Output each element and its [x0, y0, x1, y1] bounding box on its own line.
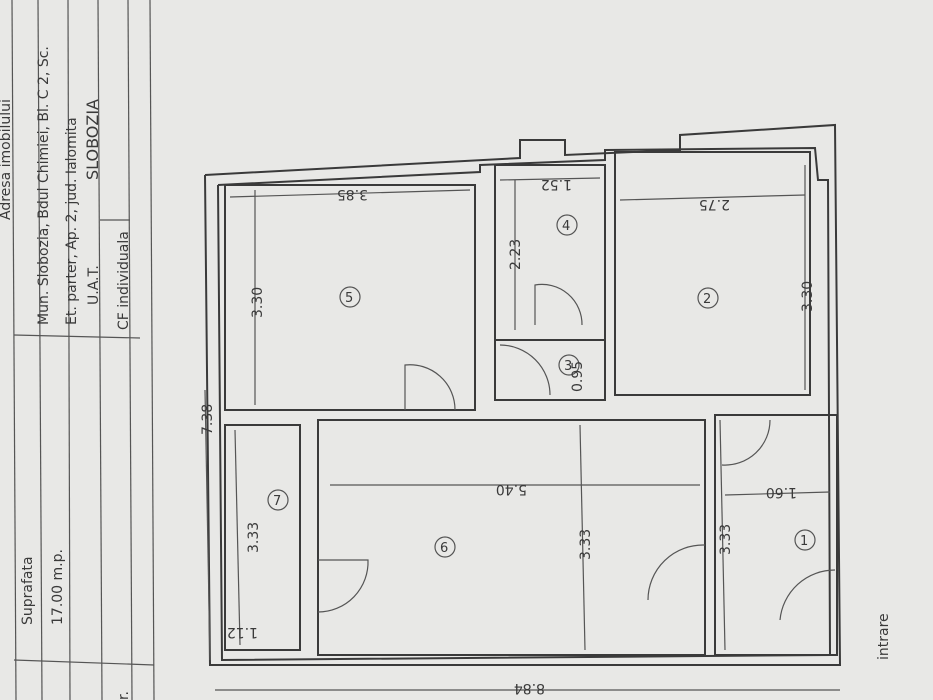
room-4-number: 4: [562, 219, 570, 234]
doors: [317, 283, 836, 621]
room-7-length: 3.33: [246, 522, 262, 553]
room-2: [614, 151, 811, 396]
room-5-length: 3.30: [250, 287, 266, 318]
room-2-width: 2.75: [699, 196, 730, 212]
room-3: [494, 339, 606, 401]
room-5: [224, 184, 476, 411]
room-4-length: 2.23: [508, 239, 524, 270]
row-label-partial: r.: [116, 691, 132, 700]
room-5-width: 3.85: [337, 186, 368, 202]
room-3-width: 0.95: [570, 361, 586, 392]
room-5-number: 5: [345, 291, 353, 306]
room-6-length: 3.33: [578, 529, 594, 560]
room-1-width: 1.60: [766, 484, 797, 500]
room-2-number: 2: [703, 292, 711, 307]
room-7-width: 1.12: [227, 624, 258, 640]
cf-label: CF individuala: [116, 231, 132, 330]
outer-walls: [204, 123, 842, 666]
address-line-1: Mun. Slobozia, Bdul Chimiei, Bl. C 2, Sc…: [36, 46, 52, 325]
surface-value: 17.00 m.p.: [50, 549, 66, 625]
dimension-labels: 3.85 3.30 1.52 2.23 0.95 2.75 3.30 3.33 …: [200, 176, 892, 696]
room-4-width: 1.52: [541, 176, 572, 192]
room-7-number: 7: [273, 494, 281, 509]
entrance-label: intrare: [876, 613, 892, 660]
overall-length: 8.84: [514, 680, 545, 696]
room-6: [317, 419, 706, 656]
room-1-number: 1: [800, 534, 808, 549]
room-6-number: 6: [440, 541, 448, 556]
dimension-lines: [204, 165, 840, 691]
uat-value: SLOBOZIA: [83, 99, 102, 180]
room-1-length: 3.33: [718, 524, 734, 555]
room-6-width: 5.40: [496, 481, 527, 497]
overall-width: 7.38: [200, 404, 216, 435]
uat-label: U.A.T.: [86, 265, 102, 305]
header-table: Adresa imobilului Suprafata 17.00 m.p. M…: [0, 0, 155, 700]
room-7: [224, 424, 301, 651]
surface-label: Suprafata: [20, 556, 36, 625]
room-2-length: 3.30: [800, 281, 816, 312]
room-1: [714, 414, 838, 656]
room-3-number: 3: [564, 359, 572, 374]
header-title-partial: Adresa imobilului: [0, 99, 14, 220]
address-line-2: Et. parter, Ap. 2, jud. Ialomita: [64, 117, 80, 325]
room-numbers: 1 2 3 4 5 6 7: [267, 214, 816, 558]
